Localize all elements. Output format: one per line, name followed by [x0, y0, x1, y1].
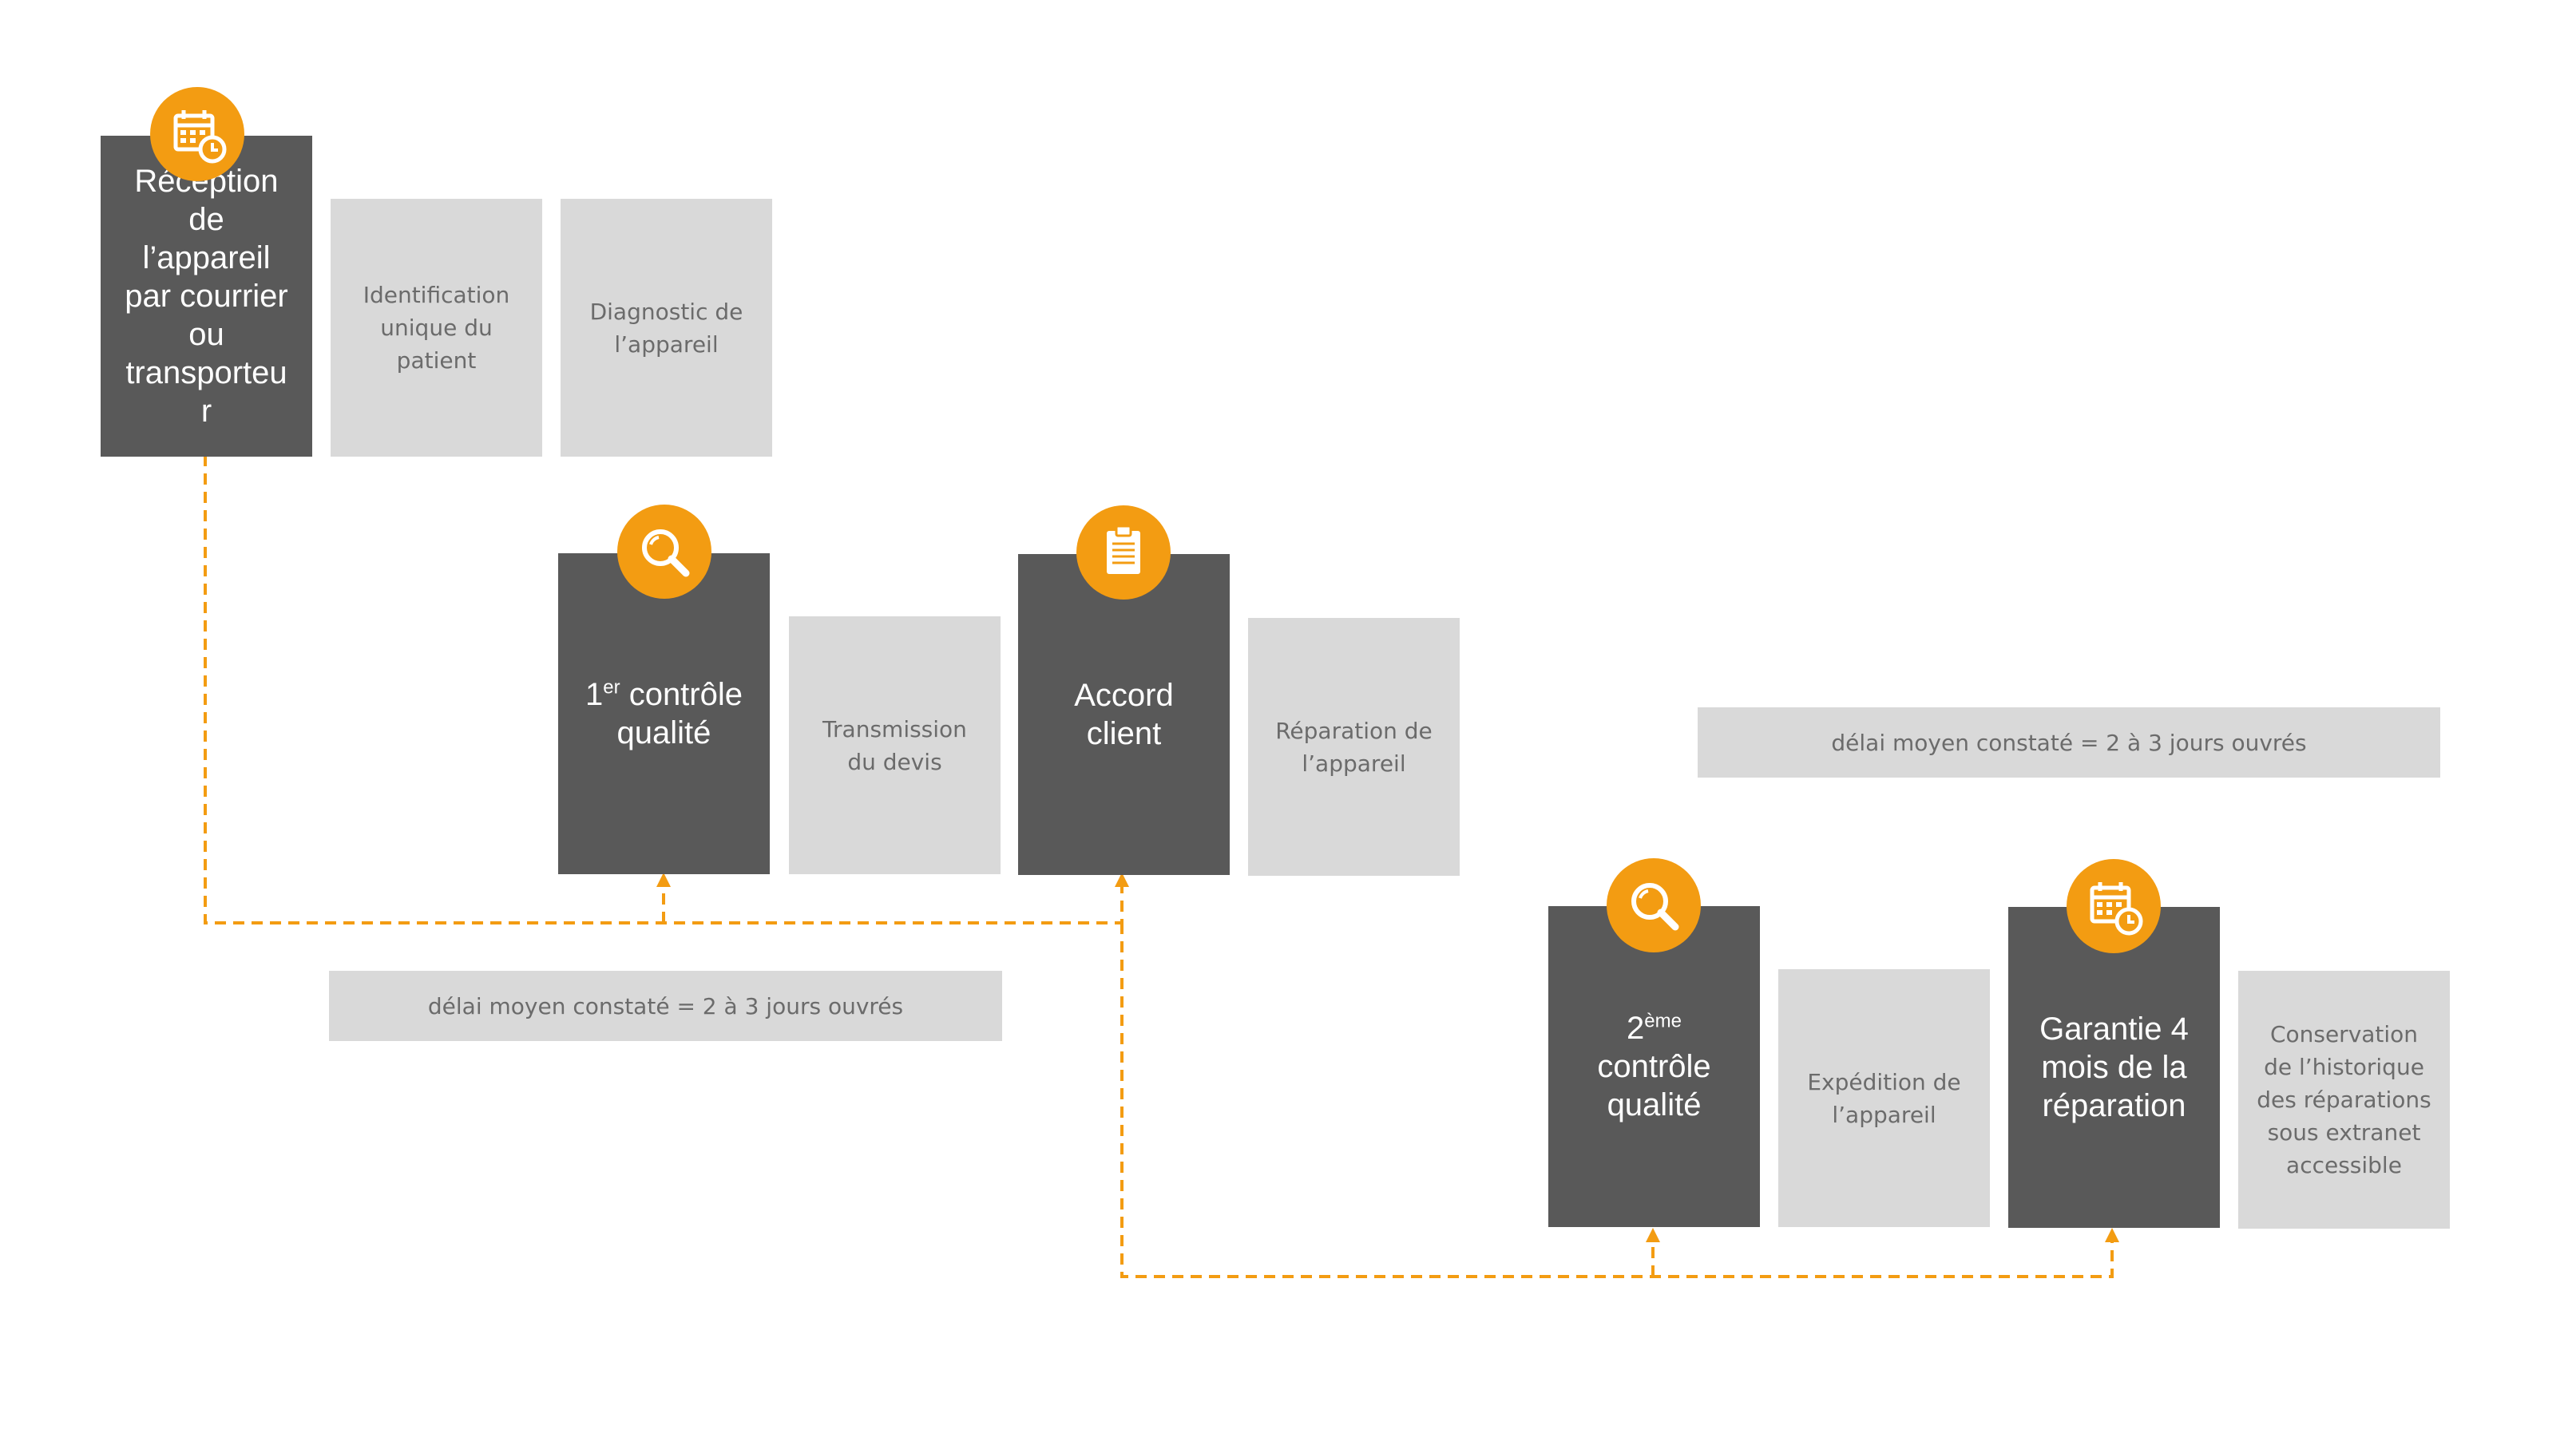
step-expedition: Expédition de l’appareil — [1778, 969, 1990, 1227]
magnifier-icon — [1607, 858, 1701, 952]
clipboard-icon — [1076, 505, 1171, 600]
step-accord-label: Accord client — [1074, 678, 1174, 751]
step-reception: Réception de l’appareil par courrier ou … — [101, 136, 312, 457]
step-conservation: Conservation de l’historique des réparat… — [2238, 971, 2450, 1229]
step-accord: Accord client — [1018, 554, 1230, 875]
arrowhead-accord — [1115, 873, 1129, 887]
step-identification: Identification unique du patient — [331, 199, 542, 457]
step-reception-label: Réception de l’appareil par courrier ou … — [125, 164, 288, 429]
calendar-clock-icon — [150, 87, 244, 181]
step-reparation-label: Réparation de l’appareil — [1275, 717, 1433, 777]
connector-path-2 — [1120, 923, 2114, 1278]
step-transmission-label: Transmission du devis — [822, 715, 967, 775]
arrowhead-garantie — [2105, 1228, 2119, 1242]
step-diagnostic-label: Diagnostic de l’appareil — [589, 298, 743, 358]
delay-bar-2-label: délai moyen constaté = 2 à 3 jours ouvré… — [1831, 729, 2307, 756]
step-garantie: Garantie 4 mois de la réparation — [2008, 907, 2220, 1228]
step-transmission: Transmission du devis — [789, 616, 1001, 874]
delay-bar-2: délai moyen constaté = 2 à 3 jours ouvré… — [1698, 707, 2440, 778]
arrowhead-controle1 — [656, 873, 671, 887]
magnifier-icon — [617, 505, 711, 599]
step-identification-label: Identification unique du patient — [363, 282, 510, 374]
calendar-clock-icon — [2067, 859, 2161, 953]
delay-bar-1: délai moyen constaté = 2 à 3 jours ouvré… — [329, 971, 1002, 1041]
delay-bar-1-label: délai moyen constaté = 2 à 3 jours ouvré… — [427, 992, 904, 1019]
arrowhead-controle2 — [1646, 1228, 1660, 1242]
step-expedition-label: Expédition de l’appareil — [1807, 1068, 1961, 1128]
step-conservation-label: Conservation de l’historique des réparat… — [2257, 1021, 2431, 1178]
step-garantie-label: Garantie 4 mois de la réparation — [2039, 1012, 2189, 1123]
step-reparation: Réparation de l’appareil — [1248, 618, 1460, 876]
step-diagnostic: Diagnostic de l’appareil — [561, 199, 772, 457]
